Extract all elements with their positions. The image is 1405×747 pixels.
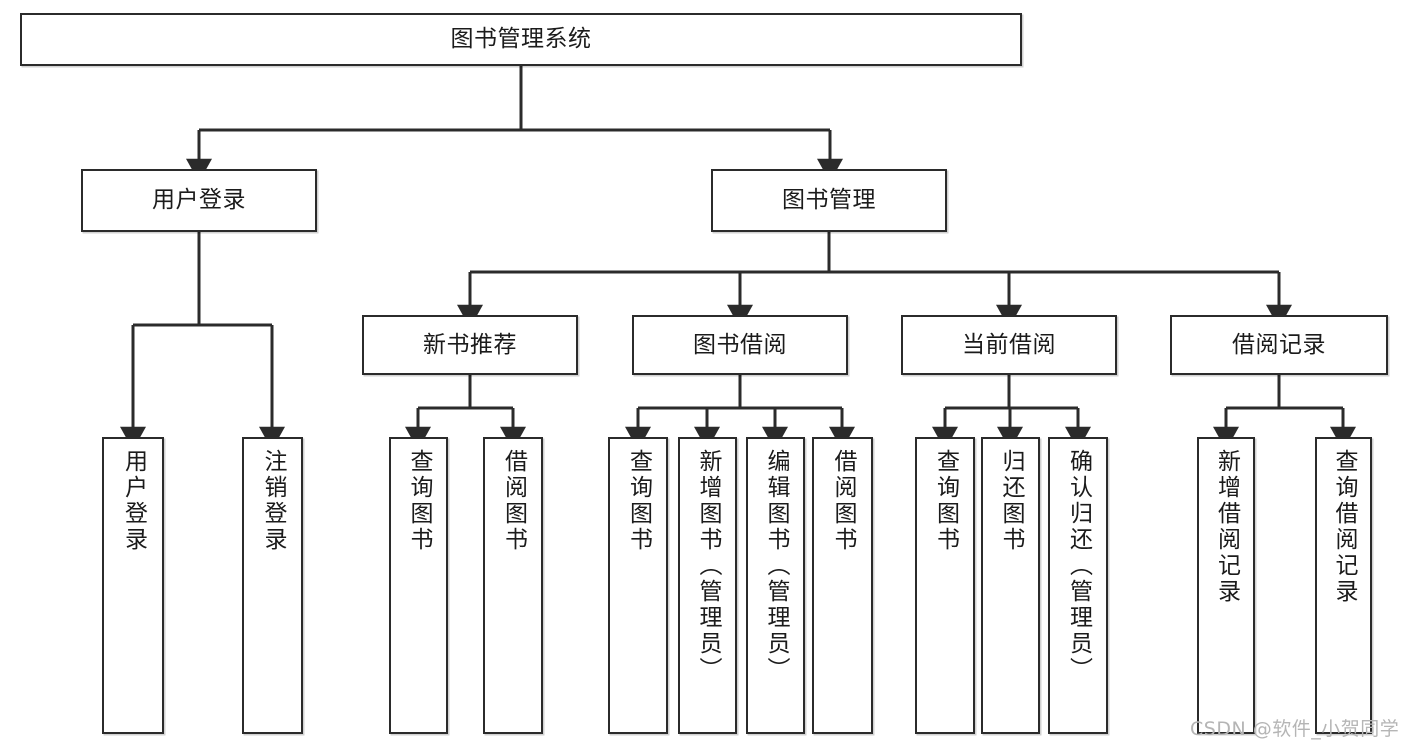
node-leaf-add-borrow-record[interactable]: 新增借阅记录	[1197, 437, 1255, 734]
node-leaf-edit-book-admin[interactable]: 编辑图书（管理员）	[746, 437, 805, 734]
node-leaf-query-borrow-record[interactable]: 查询借阅记录	[1315, 437, 1372, 734]
node-user-login[interactable]: 用户登录	[81, 169, 317, 232]
node-leaf-borrow-book-label: 借阅图书	[830, 449, 856, 553]
node-current-borrow[interactable]: 当前借阅	[901, 315, 1117, 375]
node-leaf-query-book-current-label: 查询图书	[932, 449, 959, 553]
node-book-borrow[interactable]: 图书借阅	[632, 315, 848, 375]
node-leaf-return-book[interactable]: 归还图书	[981, 437, 1040, 734]
node-borrow-record-label: 借阅记录	[1232, 331, 1326, 358]
node-leaf-query-borrow-record-label: 查询借阅记录	[1331, 449, 1357, 605]
node-leaf-logout[interactable]: 注销登录	[242, 437, 303, 734]
node-leaf-confirm-return-label: 确认归还（管理员）	[1065, 449, 1092, 683]
node-leaf-add-borrow-record-label: 新增借阅记录	[1213, 449, 1240, 605]
node-new-book-recommend[interactable]: 新书推荐	[362, 315, 578, 375]
node-leaf-query-book-label: 查询图书	[625, 449, 652, 553]
node-root[interactable]: 图书管理系统	[20, 13, 1022, 66]
node-current-borrow-label: 当前借阅	[962, 331, 1056, 358]
node-leaf-query-book[interactable]: 查询图书	[608, 437, 668, 734]
node-leaf-query-book-new[interactable]: 查询图书	[389, 437, 448, 734]
node-leaf-logout-label: 注销登录	[260, 449, 286, 553]
node-leaf-add-book-admin[interactable]: 新增图书（管理员）	[678, 437, 737, 734]
node-book-borrow-label: 图书借阅	[693, 331, 787, 358]
node-leaf-return-book-label: 归还图书	[998, 449, 1024, 553]
node-borrow-record[interactable]: 借阅记录	[1170, 315, 1388, 375]
node-leaf-query-book-new-label: 查询图书	[406, 449, 432, 553]
node-leaf-user-login[interactable]: 用户登录	[102, 437, 164, 734]
node-new-book-recommend-label: 新书推荐	[423, 331, 517, 358]
node-leaf-borrow-book-new-label: 借阅图书	[500, 449, 527, 553]
node-user-login-label: 用户登录	[152, 187, 246, 214]
node-leaf-edit-book-admin-label: 编辑图书（管理员）	[763, 449, 789, 683]
node-book-manage-label: 图书管理	[782, 187, 876, 214]
node-book-manage[interactable]: 图书管理	[711, 169, 947, 232]
node-leaf-confirm-return[interactable]: 确认归还（管理员）	[1048, 437, 1108, 734]
node-leaf-borrow-book[interactable]: 借阅图书	[812, 437, 873, 734]
node-leaf-borrow-book-new[interactable]: 借阅图书	[483, 437, 543, 734]
node-leaf-user-login-label: 用户登录	[120, 449, 147, 553]
node-root-label: 图书管理系统	[450, 26, 592, 53]
node-leaf-query-book-current[interactable]: 查询图书	[915, 437, 975, 734]
node-leaf-add-book-admin-label: 新增图书（管理员）	[695, 449, 721, 683]
